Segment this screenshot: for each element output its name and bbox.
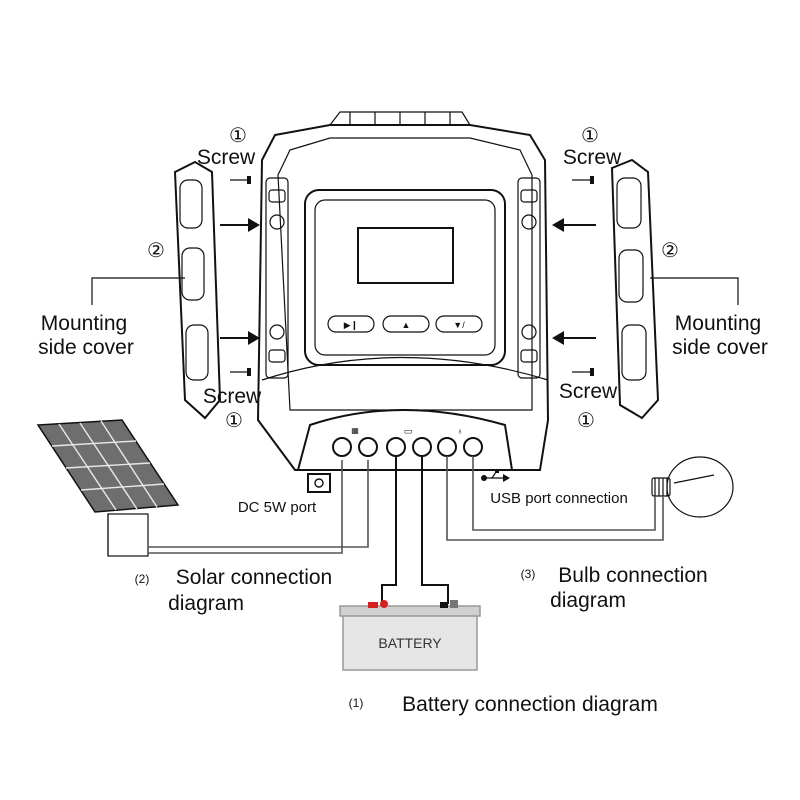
mounting-label-left-1: Mounting (41, 312, 127, 335)
terminal-battery-neg[interactable] (412, 437, 432, 457)
solar-symbol-icon: ▦ (351, 426, 359, 435)
up-arrow-icon: ▲ (402, 320, 411, 330)
battery-icon (339, 600, 481, 671)
button-down[interactable]: ▼/ (435, 315, 483, 333)
circled-one-bl: ① (225, 410, 243, 432)
front-panel: ▶❙ ▲ ▼/ (304, 189, 506, 366)
bulb-symbol-icon: ♁ (457, 426, 464, 436)
button-play-pause[interactable]: ▶❙ (327, 315, 375, 333)
screw-icon (230, 176, 594, 376)
circled-one-br: ① (577, 410, 595, 432)
screw-label-tl: Screw (197, 146, 256, 169)
circled-two-right: ② (661, 240, 679, 262)
down-arrow-icon: ▼/ (453, 320, 465, 330)
button-up[interactable]: ▲ (382, 315, 430, 333)
battery-caption: Battery connection diagram (402, 693, 658, 716)
mounting-label-left-2: side cover (38, 336, 134, 359)
arrow-left-icon (552, 218, 596, 345)
usb-port-label: USB port connection (490, 490, 628, 507)
solar-caption-line2: diagram (168, 592, 244, 615)
battery-symbol-icon: ▭ (404, 426, 413, 436)
terminal-battery-pos[interactable] (386, 437, 406, 457)
light-bulb-icon (651, 456, 734, 518)
battery-caption-number: (1) (349, 696, 364, 710)
terminal-load-pos[interactable] (437, 437, 457, 457)
screw-label-bl: Screw (203, 385, 262, 408)
side-cover-left (173, 160, 222, 420)
solar-caption-line1: Solar connection (176, 566, 332, 589)
terminal-row: ▦ ▭ ♁ (332, 426, 483, 457)
solar-caption-number: (2) (135, 572, 150, 586)
controller-body (256, 111, 550, 471)
screw-label-tr: Screw (563, 146, 622, 169)
bulb-caption-line2: diagram (550, 589, 626, 612)
lcd-screen (357, 227, 454, 284)
mounting-label-right-1: Mounting (675, 312, 761, 335)
battery-text: BATTERY (378, 635, 442, 651)
arrow-right-icon (220, 218, 260, 345)
circled-one-tr: ① (581, 125, 599, 147)
terminal-load-neg[interactable] (463, 437, 483, 457)
solar-panel-icon (36, 419, 180, 557)
mounting-label-right-2: side cover (672, 336, 768, 359)
usb-icon (481, 469, 510, 482)
screw-label-br: Screw (559, 380, 618, 403)
play-pause-icon: ▶❙ (344, 320, 358, 331)
circled-one-tl: ① (229, 125, 247, 147)
dc-port-label: DC 5W port (238, 499, 317, 516)
terminal-solar-pos[interactable] (332, 437, 352, 457)
side-cover-right (610, 158, 660, 420)
bulb-caption-line1: Bulb connection (558, 564, 707, 587)
terminal-solar-neg[interactable] (358, 437, 378, 457)
circled-two-left: ② (147, 240, 165, 262)
dc-port[interactable] (307, 473, 331, 493)
bulb-caption-number: (3) (521, 567, 536, 581)
